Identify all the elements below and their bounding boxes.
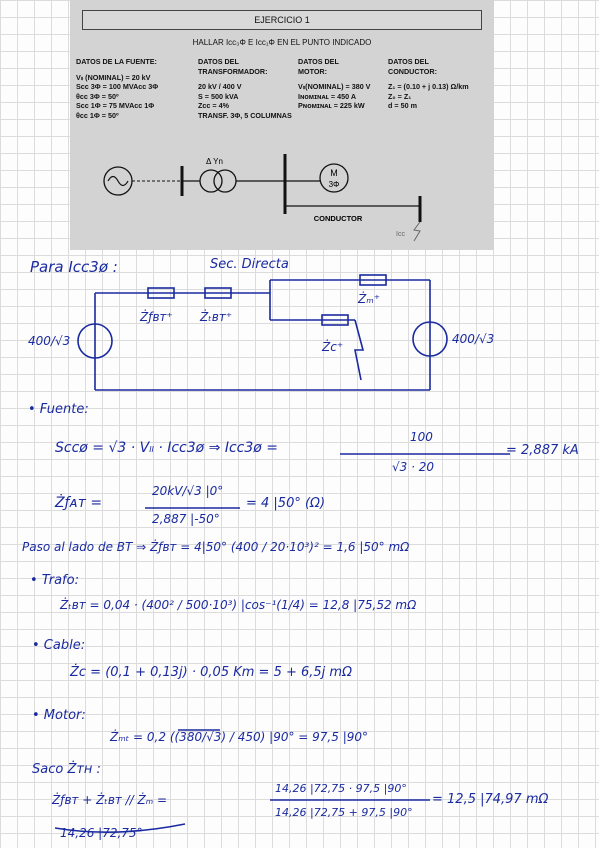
transformer-data-column: DATOS DEL TRANSFORMADOR: 20 kV / 400 V S… [198,57,292,120]
heading-icc3: Para Icc3ø : [30,258,118,276]
conductor-line: d = 50 m [388,101,417,110]
source-line: θᴄᴄ 1Φ = 50º [76,110,119,120]
label-zfbt: Żƒʙᴛ⁺ [140,310,173,324]
impedance-ztbt [204,287,232,299]
eq-paso-bt: Paso al lado de BT ⇒ Żƒʙᴛ = 4|50° (400 /… [22,540,410,554]
motor-header: MOTOR: [298,66,328,76]
sine-icon [107,175,129,187]
fault-arrow-icon [354,319,365,381]
motor-header: DATOS DEL [298,57,339,66]
source-header: DATOS DE LA FUENTE: [76,57,157,66]
transformer-line: TRANSF. 3Φ, 5 COLUMNAS [198,110,292,120]
eq-sum-result: 14,26 |72,75° [60,826,143,840]
conductor-header: DATOS DEL [388,57,429,66]
delta-yn-label: Δ Yn [206,157,223,166]
icc-label: Iᴄᴄ [396,231,405,238]
impedance-zc [321,314,349,326]
impedance-zfbt [147,287,175,299]
section-fuente: • Fuente: [28,402,89,417]
conductor-data-column: DATOS DEL CONDUCTOR: Z₁ = (0.10 + j 0.13… [388,57,469,111]
source-line: Sᴄᴄ 3Φ = 100 MVAᴄᴄ 3Φ [76,82,159,91]
label-zc: Żᴄ⁺ [322,340,344,354]
exercise-panel: EJERCICIO 1 HALLAR Iᴄᴄ₃Φ E Iᴄᴄ₁Φ EN EL P… [70,0,494,250]
fault-arrow-icon [413,221,421,242]
conductor-line: Z₁ = (0.10 + j 0.13) Ω/km [388,82,469,91]
eq-ztbt: Żₜʙᴛ = 0,04 · (400² / 500·10³) |cos⁻¹(1/… [60,598,417,612]
source-right-value: 400/√3 [452,332,495,346]
impedance-zm [359,274,387,286]
eq-parallel: Żƒʙᴛ + Żₜʙᴛ // Żₘ = [52,793,168,807]
transformer-line: S = 500 kVA [198,91,239,101]
eq-zfat-num: 20kV/√3 |0° [152,484,224,498]
eq-zc: Żᴄ = (0,1 + 0,13j) · 0,05 Km = 5 + 6,5j … [70,665,353,680]
section-saco-zth: Saco Żᴛʜ : [32,762,101,777]
transformer-line: 20 kV / 400 V [198,82,242,91]
section-trafo: • Trafo: [30,573,79,588]
label-ztbt: Żₜʙᴛ⁺ [200,310,233,324]
label-zm: Żₘ⁺ [358,292,381,306]
exercise-subtitle: HALLAR Iᴄᴄ₃Φ E Iᴄᴄ₁Φ EN EL PUNTO INDICAD… [192,38,372,47]
motor-label-m: M [330,168,338,178]
underbrace [54,823,186,833]
motor-line: Pɴᴏᴍɪɴᴀʟ = 225 kW [298,101,365,110]
source-line: Sᴄᴄ 1Φ = 75 MVAᴄᴄ 1Φ [76,101,155,110]
source-left-symbol [77,323,113,359]
transformer-header: TRANSFORMADOR: [198,66,268,76]
source-left-value: 400/√3 [28,334,71,348]
eq-zfat-den: 2,887 |-50° [152,512,220,526]
conductor-label: CONDUCTOR [314,214,363,223]
source-data-column: DATOS DE LA FUENTE: Vₗₗ (NOMINAL) = 20 k… [76,57,158,120]
section-motor: • Motor: [32,708,86,723]
source-right-symbol [412,321,448,357]
section-cable: • Cable: [32,638,86,653]
eq-zfat: Żƒᴀᴛ = [55,495,103,511]
eq-parallel-den: 14,26 |72,75 + 97,5 |90° [275,806,413,819]
eq-zfat-result: = 4 |50° (Ω) [246,496,326,511]
eq-scc: Sᴄᴄø = √3 · Vₗₗ · Icc3ø ⇒ Icc3ø = [55,440,279,456]
source-line: Vₗₗ (NOMINAL) = 20 kV [76,72,151,82]
sec-directa-label: Sec. Directa [210,257,289,272]
source-line: θᴄᴄ 3Φ = 50º [76,91,119,101]
conductor-header: CONDUCTOR: [388,66,437,76]
transformer-line: Zᴄᴄ = 4% [198,101,229,110]
conductor-line: Z₀ = Z₁ [388,91,412,101]
motor-symbol [319,163,349,193]
one-line-diagram: M 3Φ CONDUCTOR Δ Yn Iᴄᴄ [103,154,422,242]
eq-scc-num: 100 [410,430,433,444]
exercise-title: EJERCICIO 1 [82,10,482,30]
eq-zm: Żₘₜ = 0,2 ((380/√3) / 450) |90° = 97,5 |… [110,730,369,744]
motor-label-3phi: 3Φ [329,180,340,189]
eq-scc-result: = 2,887 kA [506,443,579,458]
motor-line: Vₗₗ(NOMINAL) = 380 V [298,82,371,91]
transformer-header: DATOS DEL [198,57,239,66]
eq-scc-den: √3 · 20 [392,460,434,474]
eq-parallel-num: 14,26 |72,75 · 97,5 |90° [275,782,407,795]
transformer-winding [199,169,223,193]
eq-parallel-result: = 12,5 |74,97 mΩ [432,792,549,807]
motor-line: Iɴᴏᴍɪɴᴀʟ = 450 A [298,91,357,101]
motor-data-column: DATOS DEL MOTOR: Vₗₗ(NOMINAL) = 380 V Iɴ… [298,57,370,111]
